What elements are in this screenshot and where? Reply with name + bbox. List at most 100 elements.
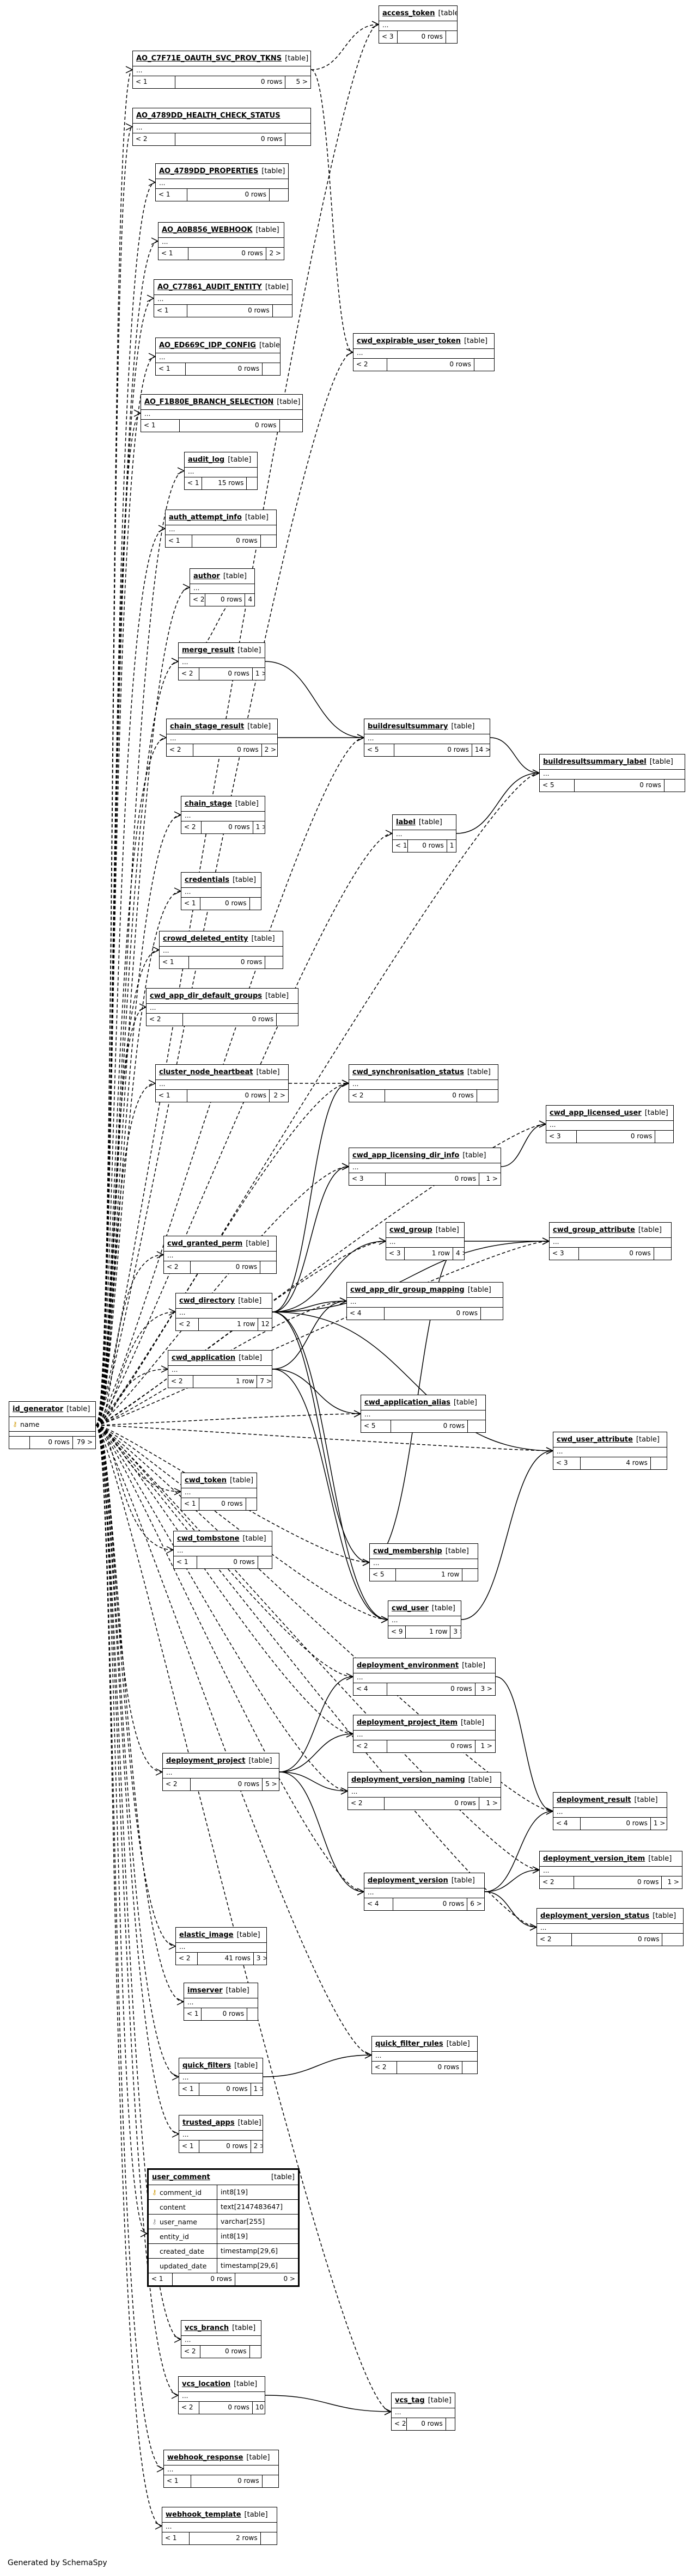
table-name[interactable]: chain_stage	[185, 800, 232, 808]
table-name[interactable]: cwd_directory	[179, 1297, 235, 1305]
table-name[interactable]: cwd_expirable_user_token	[357, 337, 461, 345]
table-access-token[interactable]: access_token[table]...< 30 rows	[379, 5, 458, 44]
table-name[interactable]: user_comment	[152, 2173, 210, 2181]
table-name[interactable]: deployment_environment	[357, 1661, 459, 1670]
table-ao-oauth[interactable]: AO_C7F71E_OAUTH_SVC_PROV_TKNS[table]...<…	[132, 51, 311, 89]
table-name[interactable]: cwd_application	[172, 1354, 236, 1362]
table-name[interactable]: cwd_app_dir_group_mapping	[350, 1286, 465, 1294]
table-name[interactable]: cwd_granted_perm	[167, 1240, 243, 1248]
table-name[interactable]: deployment_result	[557, 1796, 631, 1804]
table-name[interactable]: quick_filter_rules	[375, 2040, 443, 2048]
table-name[interactable]: cwd_application_alias	[364, 1399, 450, 1407]
table-name[interactable]: elastic_image	[179, 1931, 234, 1939]
table-name[interactable]: trusted_apps	[182, 2119, 235, 2127]
table-name[interactable]: AO_4789DD_PROPERTIES	[159, 167, 259, 175]
table-name[interactable]: cwd_app_licensed_user	[550, 1109, 642, 1117]
table-name[interactable]: cwd_app_licensing_dir_info	[352, 1151, 460, 1160]
table-name[interactable]: audit_log	[188, 456, 225, 464]
table-name[interactable]: cwd_group_attribute	[553, 1226, 635, 1234]
table-name[interactable]: cwd_user	[392, 1604, 429, 1612]
table-name[interactable]: AO_ED669C_IDP_CONFIG	[159, 341, 256, 349]
table-name[interactable]: buildresultsummary_label	[543, 758, 647, 766]
table-name[interactable]: auth_attempt_info	[169, 513, 242, 522]
table-name[interactable]: vcs_location	[182, 2380, 231, 2388]
table-name[interactable]: vcs_branch	[185, 2324, 229, 2332]
table-name[interactable]: webhook_template	[166, 2511, 241, 2519]
table-name[interactable]: label	[396, 818, 416, 826]
table-name[interactable]: deployment_version_naming	[351, 1776, 465, 1784]
table-name[interactable]: credentials	[185, 876, 229, 884]
table-name[interactable]: cwd_membership	[373, 1547, 442, 1555]
table-name[interactable]: crowd_deleted_entity	[163, 935, 248, 943]
table-name[interactable]: vcs_tag	[395, 2396, 425, 2405]
table-name[interactable]: cluster_node_heartbeat	[159, 1068, 253, 1076]
table-name[interactable]: AO_4789DD_HEALTH_CHECK_STATUS	[136, 112, 281, 120]
table-name[interactable]: AO_A0B856_WEBHOOK	[162, 226, 253, 234]
table-name[interactable]: deployment_version_item	[543, 1855, 645, 1863]
table-name[interactable]: cwd_app_dir_default_groups	[150, 992, 263, 1000]
table-name[interactable]: webhook_response	[167, 2454, 243, 2462]
table-name[interactable]: AO_F1B80E_BRANCH_SELECTION	[144, 398, 274, 406]
table-name[interactable]: cwd_group	[389, 1226, 432, 1234]
table-name[interactable]: access_token	[382, 9, 435, 17]
table-name[interactable]: cwd_synchronisation_status	[352, 1068, 464, 1076]
table-name[interactable]: deployment_project	[166, 1757, 246, 1765]
table-ao-idp[interactable]: AO_ED669C_IDP_CONFIG[table]...< 10 rows	[155, 338, 281, 376]
table-name[interactable]: buildresultsummary	[368, 722, 448, 731]
table-name[interactable]: AO_C77861_AUDIT_ENTITY	[157, 283, 262, 291]
table-name[interactable]: cwd_tombstone	[177, 1535, 240, 1543]
table-name[interactable]: AO_C7F71E_OAUTH_SVC_PROV_TKNS	[136, 54, 282, 63]
table-name[interactable]: merge_result	[182, 646, 235, 654]
table-name[interactable]: deployment_version	[368, 1876, 448, 1885]
table-name[interactable]: cwd_token	[185, 1476, 227, 1485]
